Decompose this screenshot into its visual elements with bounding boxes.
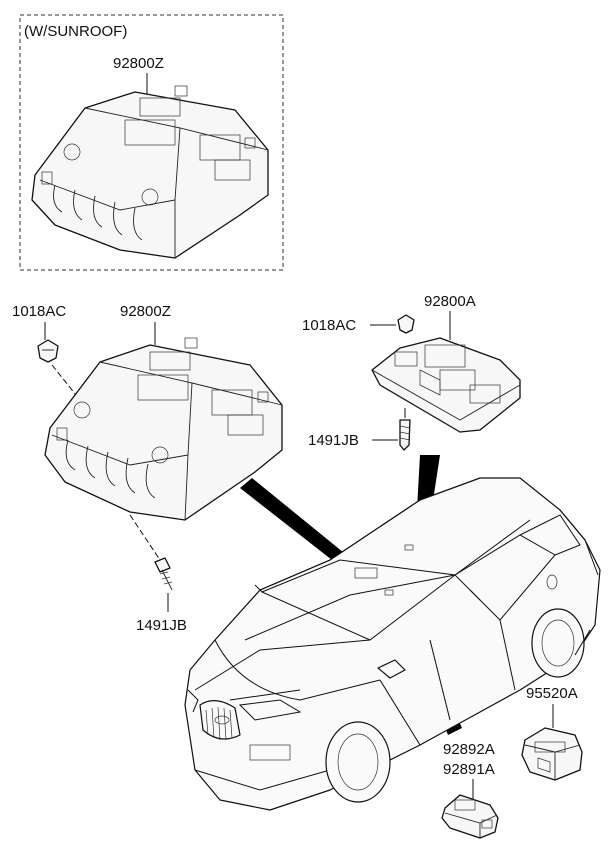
label-room-lamp: 95520A: [526, 685, 578, 702]
label-vanity-lamp-b: 92891A: [443, 761, 495, 778]
room-lamp: [521, 727, 583, 781]
map-lamp-assembly: [371, 337, 521, 433]
screw-left: [154, 557, 173, 591]
clip-right: [397, 314, 415, 334]
sunroof-caption: (W/SUNROOF): [24, 23, 127, 40]
label-screw-left: 1491JB: [136, 617, 187, 634]
sunroof-overhead-console: [31, 85, 269, 259]
label-clip-left: 1018AC: [12, 303, 66, 320]
pointer-overhead-console: [240, 478, 365, 578]
label-vanity-lamp-a: 92892A: [443, 741, 495, 758]
label-console-main: 92800Z: [120, 303, 171, 320]
overhead-console-main: [44, 337, 283, 521]
screw-right: [399, 419, 411, 451]
label-sunroof-console: 92800Z: [113, 55, 164, 72]
clip-left: [37, 339, 59, 363]
label-screw-right: 1491JB: [308, 432, 359, 449]
label-clip-right: 1018AC: [302, 317, 356, 334]
car-illustration: [184, 477, 601, 811]
label-map-lamp: 92800A: [424, 293, 476, 310]
vanity-lamp: [441, 794, 499, 839]
